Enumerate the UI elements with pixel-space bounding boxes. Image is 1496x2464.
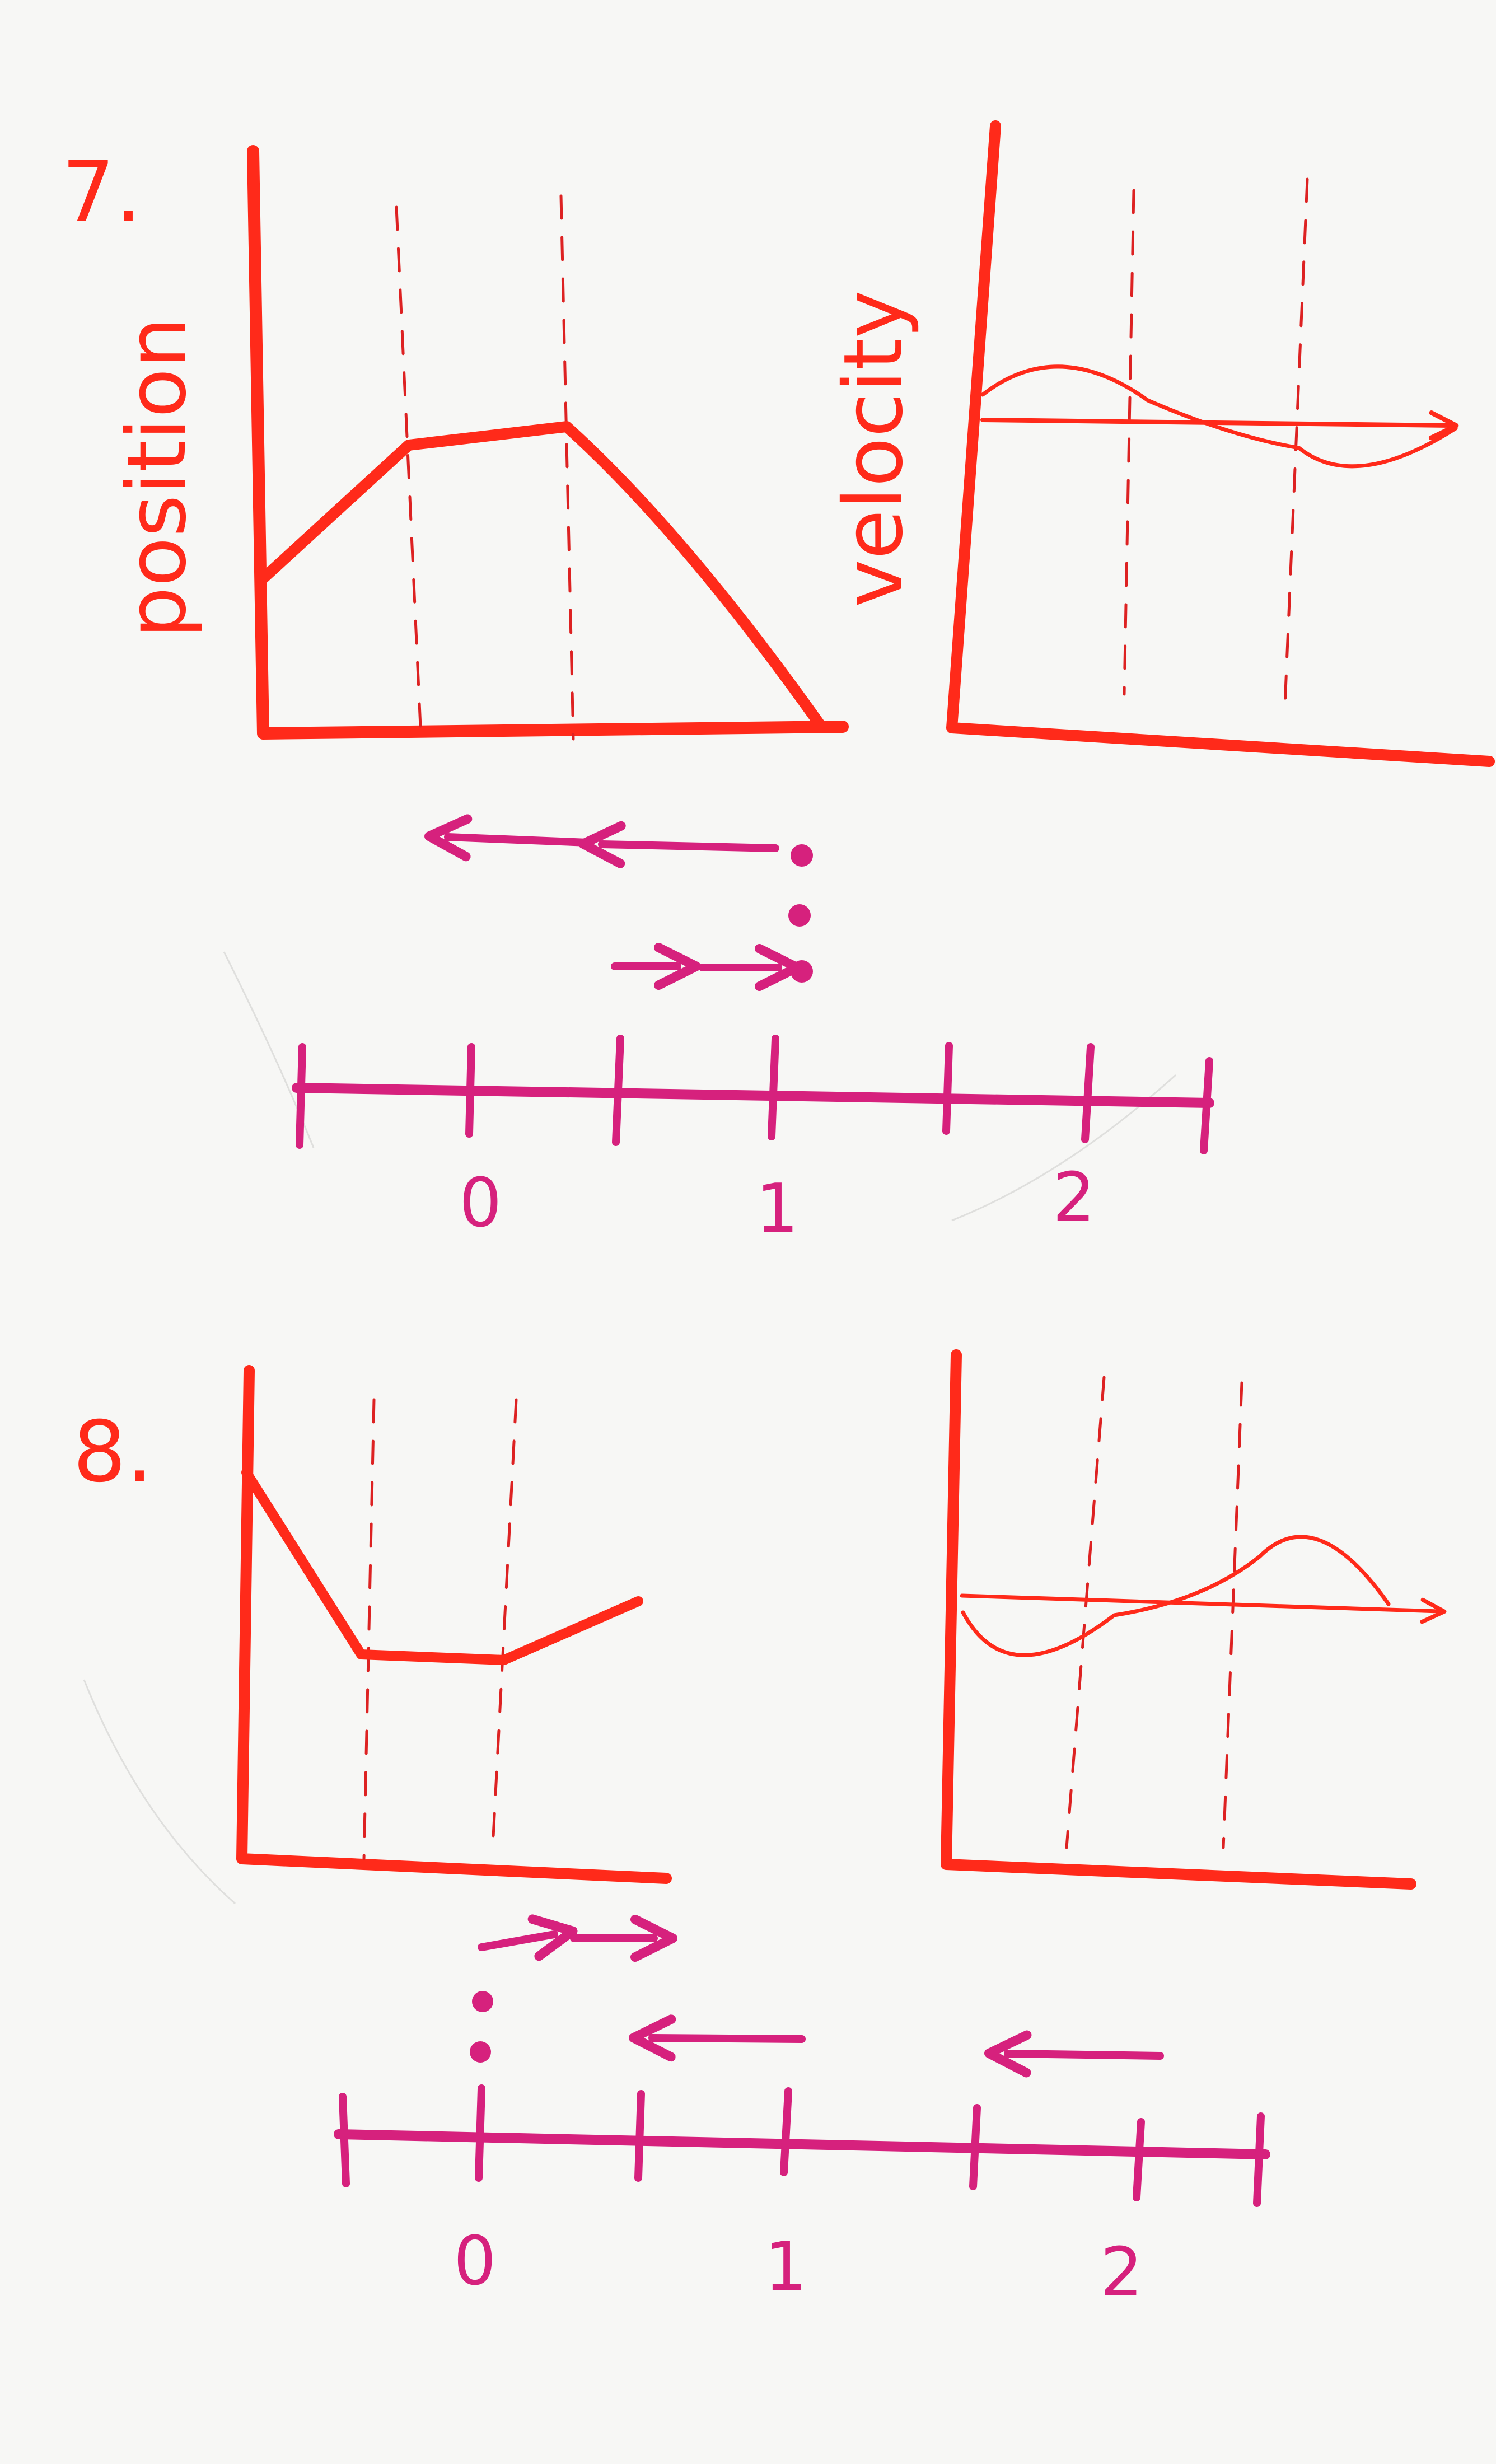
position-curve-7 [256,421,826,731]
motion-map-8 [470,1914,1164,2078]
velocity-time-axis-8 [960,1593,1447,1624]
number-line-8-ticks [339,2084,1265,2207]
position-curve-8 [241,1467,643,1665]
velocity-graph-7-axes [946,120,1495,767]
velocity-graph-8-axes [941,1349,1416,1890]
motion-arrow-left [578,821,779,868]
motion-arrow-left [629,2014,806,2062]
motion-arrow-left [984,2030,1164,2078]
velocity-axis-label: velocity [826,290,921,607]
tick-label-1: 1 [756,1170,798,1248]
motion-dot [791,844,813,867]
position-graph-8-axes [236,1365,672,1884]
velocity-graph-8 [941,1349,1447,1890]
number-line-8-axis [334,2129,1270,2159]
velocity-graph-8-divider-2 [1222,1381,1243,1849]
velocity-graph-7-divider-1 [1123,189,1135,696]
velocity-time-axis-7 [980,410,1459,441]
velocity-graph-7 [946,120,1495,767]
motion-arrow-right [478,1914,578,1961]
position-graph-8-divider-2 [491,1398,518,1849]
number-line-7-axis [292,1083,1214,1108]
number-line-7-ticks [296,1035,1213,1154]
tick-label-0: 0 [454,2223,496,2301]
motion-arrow-left [424,814,592,862]
tick-label-2: 2 [1053,1159,1095,1237]
tick-label-1: 1 [764,2228,807,2306]
position-graph-7-divider-2 [559,194,575,741]
problem-8: 8. [73,1349,1447,2312]
number-line-8: 0 1 2 [334,2084,1270,2312]
tick-label-0: 0 [459,1165,502,1242]
position-graph-7-axes [247,145,849,740]
tick-label-2: 2 [1100,2234,1143,2312]
position-axis-label: position [110,317,204,638]
velocity-graph-7-divider-2 [1283,177,1309,707]
position-graph-8-divider-1 [362,1398,376,1860]
motion-dot [788,904,811,927]
velocity-curve-7 [980,364,1458,469]
position-graph-8 [236,1365,672,1884]
number-line-7: 0 1 2 [292,1035,1214,1248]
motion-dot [470,2041,491,2063]
motion-dot [791,960,813,983]
position-graph-7 [247,145,849,741]
problem-7: 7. position velocity [62,120,1495,1248]
velocity-curve-8 [961,1535,1391,1657]
position-graph-7-divider-1 [395,205,423,741]
velocity-graph-8-divider-1 [1065,1376,1106,1849]
problem-8-number: 8. [73,1404,153,1501]
motion-dot [472,1991,493,2012]
motion-map-7 [424,814,813,991]
problem-7-number: 7. [62,144,142,241]
